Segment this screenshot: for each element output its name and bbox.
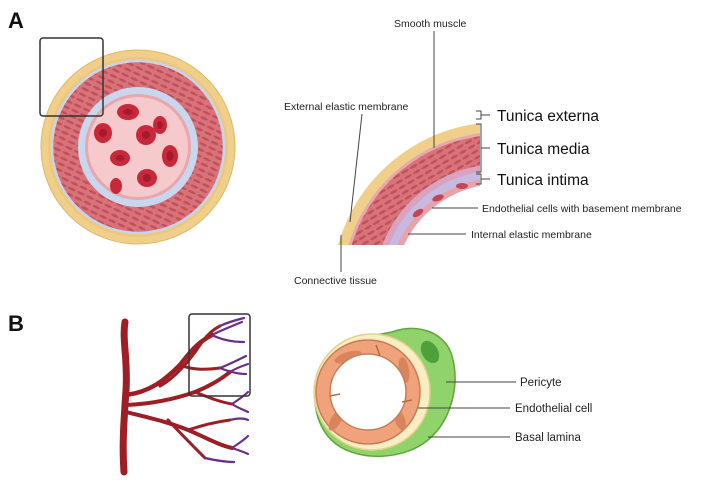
branching-vessels <box>119 313 251 476</box>
bracket-tunica-externa <box>476 110 482 120</box>
label-endothelial-cells: Endothelial cells with basement membrane <box>482 203 682 215</box>
panel-a-labels: Smooth muscle External elastic membrane … <box>284 18 682 287</box>
vessel-wall-segment <box>338 123 480 245</box>
label-tunica-intima: Tunica intima <box>497 172 589 189</box>
zoom-box-a <box>39 37 104 117</box>
label-tunica-externa: Tunica externa <box>497 108 599 125</box>
panel-b-letter: B <box>8 311 24 336</box>
label-tunica-media: Tunica media <box>497 141 590 158</box>
panel-a-letter: A <box>8 8 24 33</box>
lumen <box>329 353 407 431</box>
label-connective-tissue: Connective tissue <box>294 275 377 287</box>
label-pericyte: Pericyte <box>520 377 562 389</box>
label-basal-lamina: Basal lamina <box>515 432 581 444</box>
label-external-elastic-membrane: External elastic membrane <box>284 101 408 113</box>
artery-cross-section <box>39 37 236 245</box>
red-blood-cells <box>94 104 178 194</box>
label-smooth-muscle: Smooth muscle <box>394 18 467 30</box>
label-internal-elastic-membrane: Internal elastic membrane <box>471 229 592 241</box>
label-endothelial-cell: Endothelial cell <box>515 403 592 415</box>
panel-b-labels: Pericyte Endothelial cell Basal lamina <box>418 377 592 444</box>
capillary-cross-section <box>313 327 456 458</box>
zoom-box-b <box>188 313 251 397</box>
